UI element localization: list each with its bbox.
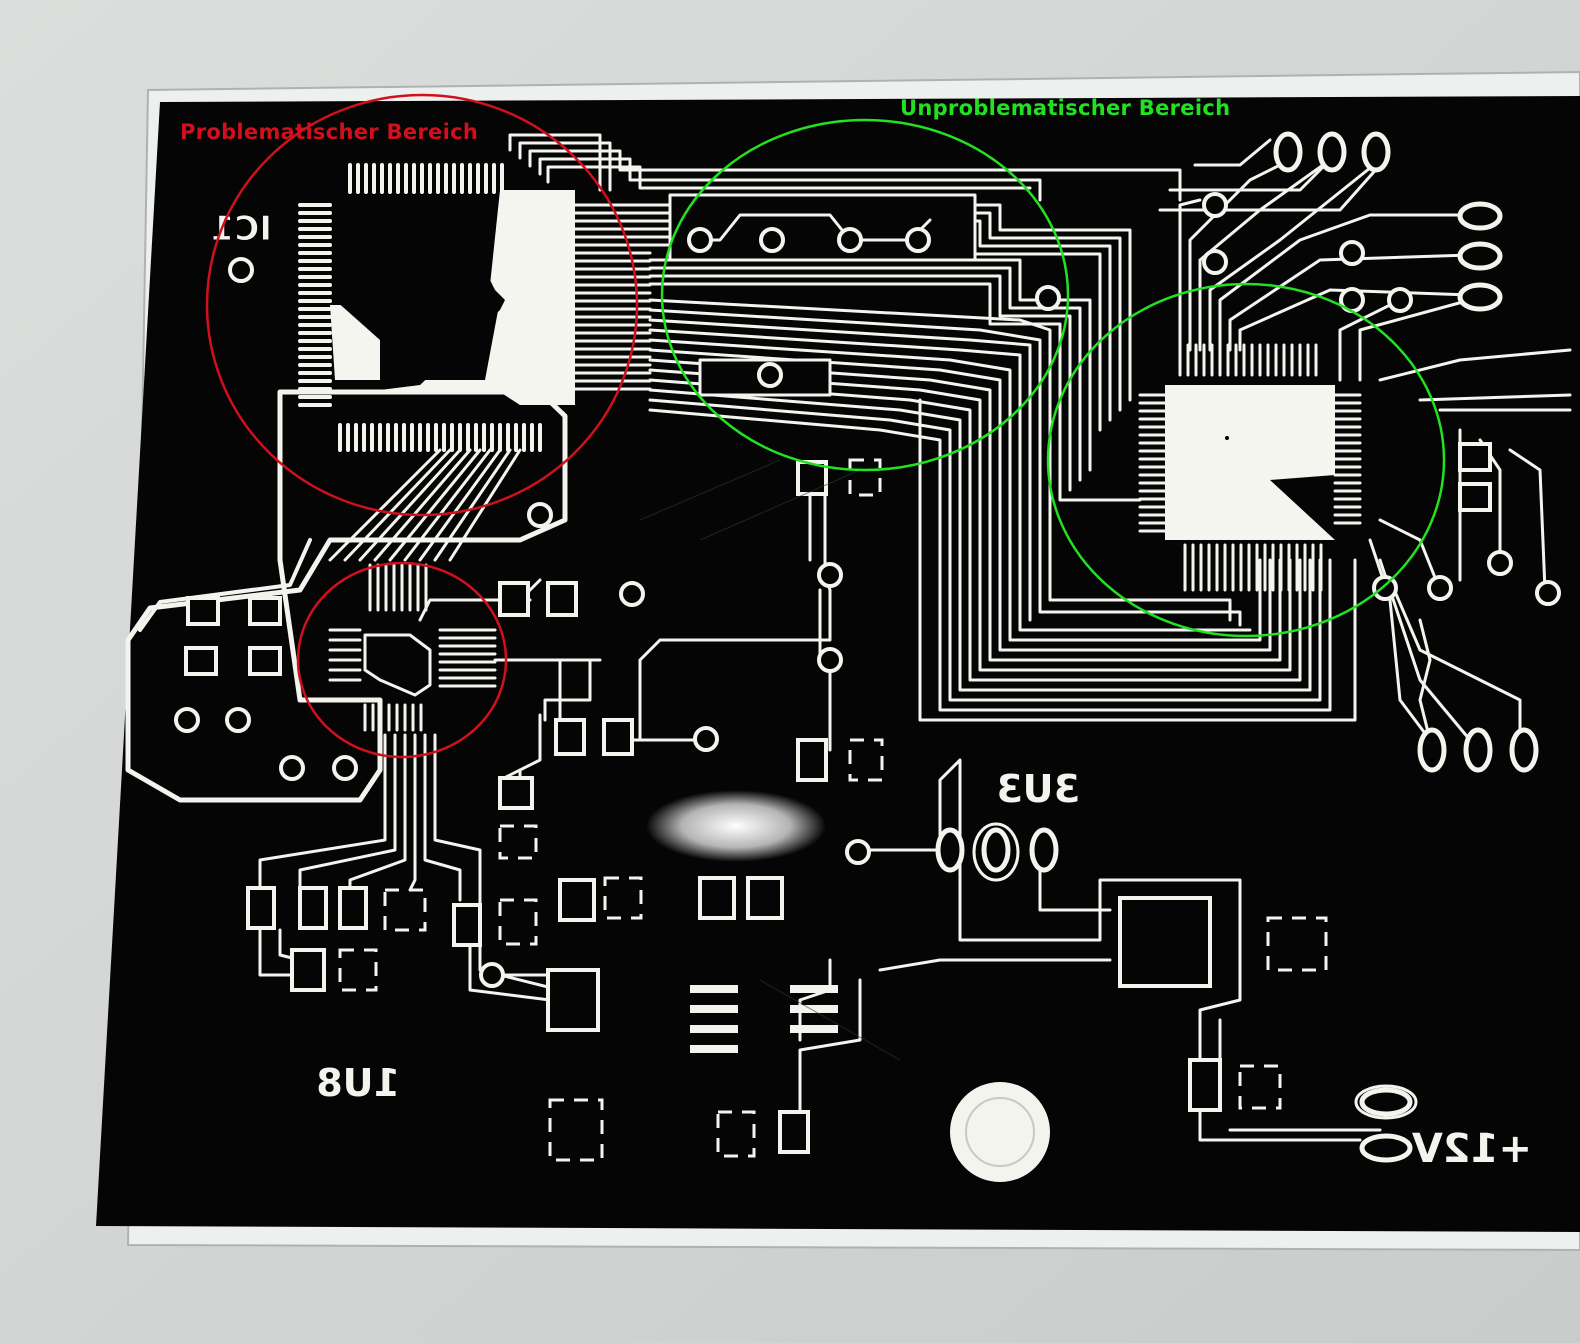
ok-circle-top: [660, 118, 1070, 472]
flash-glare: [646, 790, 826, 862]
oval-pads: [935, 131, 1539, 1163]
pad-ring-3u3: [972, 822, 1020, 882]
pad-ring-12v: [1354, 1084, 1418, 1120]
ok-area-label: Unproblematischer Bereich: [900, 96, 1231, 120]
right-chip-pins: [1138, 343, 1362, 592]
dashed-pads: [338, 458, 1328, 1162]
problem-area-label: Problematischer Bereich: [180, 120, 479, 144]
silk-ic1: IC1: [211, 209, 272, 249]
silk-12v: +12V: [1412, 1126, 1532, 1172]
problem-circle-small: [296, 561, 508, 759]
top-pins: [348, 163, 504, 194]
left-pins: [298, 203, 332, 407]
silkscreen-labels: IC1 1U8 3U3 +12V: [210, 209, 1532, 1173]
vias: [174, 192, 1561, 988]
lower-left-chip-pins: [328, 563, 497, 732]
problem-circle-large: [205, 93, 639, 517]
top-traces: [508, 133, 1382, 212]
mounting-hole: [950, 1082, 1050, 1182]
smd-pads: [184, 442, 1492, 1154]
ok-circle-right: [1046, 282, 1446, 638]
bus-pins: [573, 203, 652, 391]
silk-1u8: 1U8: [316, 1061, 400, 1105]
annotation-circles: [205, 93, 1446, 759]
stacked-pads: [690, 985, 838, 1053]
silk-3u3: 3U3: [996, 767, 1080, 811]
bottom-pins: [338, 423, 542, 452]
upper-mid-box: [668, 193, 977, 262]
